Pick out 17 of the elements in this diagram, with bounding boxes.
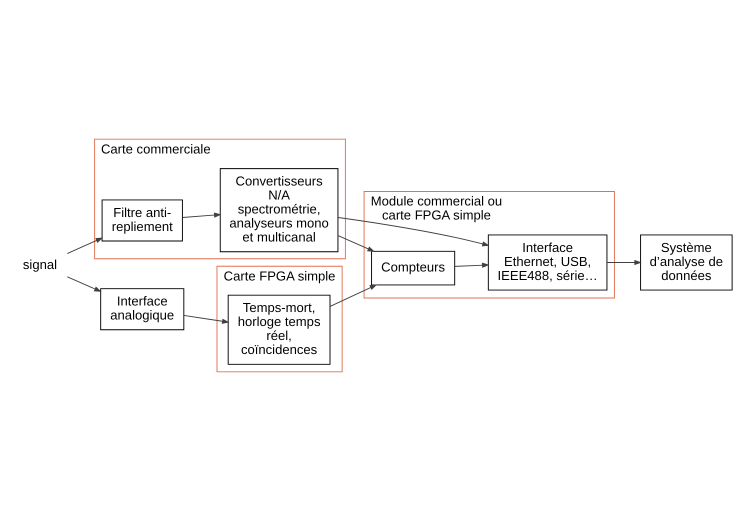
arrow (66, 237, 104, 254)
node-box: Système d’analyse de données (640, 234, 733, 290)
node-box: Interface Ethernet, USB, IEEE488, série… (488, 234, 608, 290)
arrow (606, 259, 642, 265)
node-box: Compteurs (371, 250, 456, 285)
arrow (66, 276, 102, 292)
node-box: Interface analogique (100, 288, 184, 330)
node-text: signal (22, 256, 58, 272)
arrow (338, 216, 490, 246)
arrow (184, 314, 230, 324)
arrow (338, 234, 375, 252)
node-box: Temps-mort, horloge temps réel, coïncidences (228, 294, 330, 364)
arrow (330, 284, 378, 306)
node-box: Filtre anti-repliement (102, 198, 183, 241)
arrow (454, 262, 490, 268)
node-box: Convertisseurs N/A spectrométrie, analyseurs mono et multicanal (220, 168, 338, 252)
arrow (182, 212, 222, 218)
